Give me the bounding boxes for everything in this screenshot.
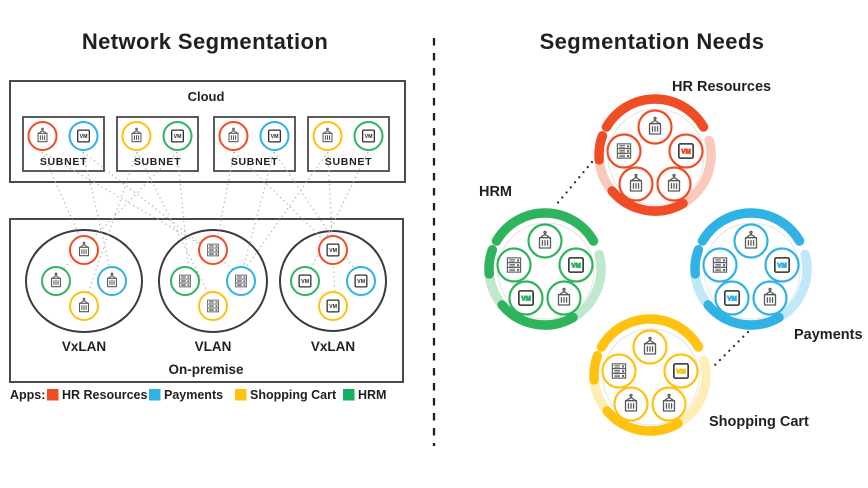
vm-icon [326,243,340,257]
subnet-3: SUBNET [218,121,290,168]
apps-legend: Apps: HR Resources Payments Shopping Car… [10,388,386,402]
legend-label-shopping-cart: Shopping Cart [250,388,337,402]
legend-label-payments: Payments [164,388,223,402]
workload-ring-red [198,235,228,265]
need-label-shopping-cart: Shopping Cart [709,414,809,430]
vm-icon [362,129,375,143]
need-label-payments: Payments [794,327,863,343]
subnet-label: SUBNET [134,156,181,168]
legend-prefix: Apps: [10,388,45,402]
subnet-1: SUBNET [27,121,99,168]
link-payments-shopping-cart [710,330,750,370]
legend-swatch-payments [149,389,161,401]
vm-icon [673,363,689,379]
onprem-label: On-premise [168,362,244,377]
vm-icon [268,129,281,143]
vm-icon [518,290,534,306]
zone-ellipse-vxlan-2 [279,230,387,332]
legend-label-hr-resources: HR Resources [62,388,147,402]
need-group-hrm [484,208,606,330]
subnet-4: SUBNET [312,121,384,168]
vm-icon [774,257,790,273]
left-panel-title: Network Segmentation [82,29,328,54]
zone-label-vlan: VLAN [195,339,232,354]
vm-icon [678,143,694,159]
legend-swatch-shopping-cart [235,389,247,401]
zone-ellipse-vxlan-1 [25,229,143,333]
subnet-2: SUBNET [121,121,193,168]
legend-swatch-hrm [343,389,355,401]
need-group-shopping-cart [589,314,711,436]
workload-ring-green [170,266,200,296]
workload-ring-blue [226,266,256,296]
subnet-label: SUBNET [40,156,87,168]
subnet-to-onprem-links [41,151,369,300]
vm-icon [171,129,184,143]
legend-label-hrm: HRM [358,388,386,402]
subnet-label: SUBNET [325,156,372,168]
zone-label-vxlan-1: VxLAN [62,339,106,354]
need-label-hrm: HRM [479,184,512,200]
zone-label-vxlan-2: VxLAN [311,339,355,354]
need-group-payments [690,208,812,330]
link-hr-resources-hrm [554,160,594,207]
legend-swatch-hr-resources [47,389,59,401]
vm-icon [298,274,312,288]
need-group-hr-resources [594,94,716,216]
workload-ring-yellow [198,291,228,321]
cloud-label: Cloud [188,89,225,104]
vm-icon [326,299,340,313]
right-panel-title: Segmentation Needs [540,29,765,54]
zone-ellipse-vlan [158,229,268,333]
zone-vxlan-2-workloads [290,235,376,321]
vm-icon [354,274,368,288]
vm-icon [724,290,740,306]
vm-icon [568,257,584,273]
vm-icon [77,129,90,143]
need-label-hr-resources: HR Resources [672,79,771,95]
zone-vlan-workloads [170,235,256,321]
subnet-label: SUBNET [231,156,278,168]
zone-vxlan-1-workloads [41,235,127,321]
